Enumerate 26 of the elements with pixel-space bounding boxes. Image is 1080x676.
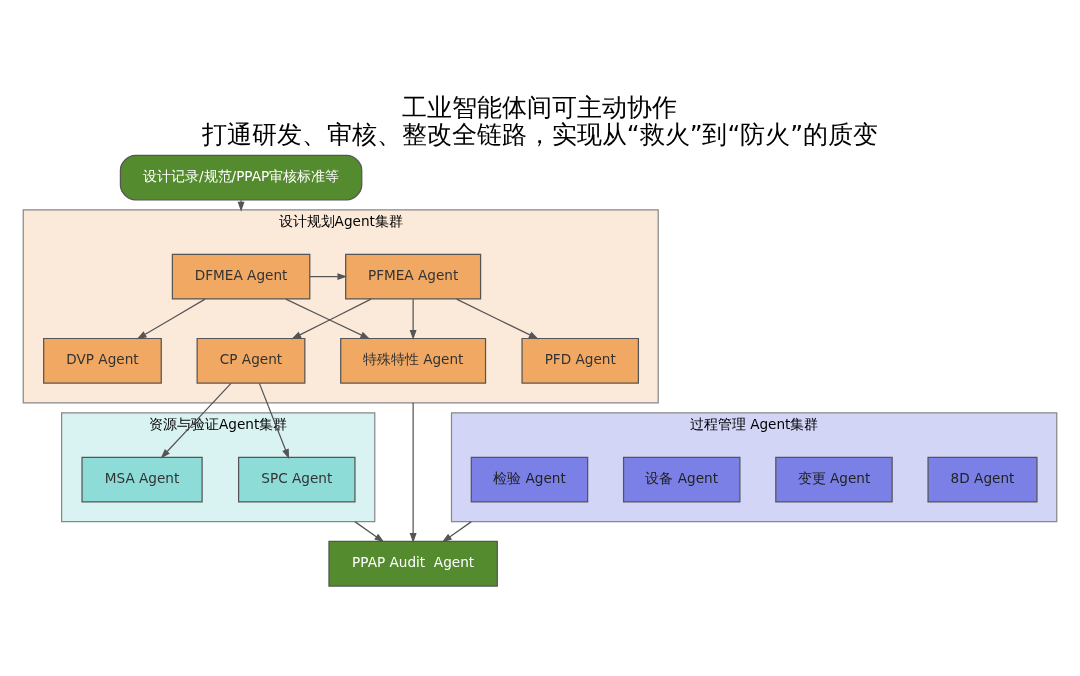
arrow (237, 199, 245, 212)
arrow (409, 401, 417, 543)
node-box: CP Agent (196, 337, 306, 384)
node-box: PPAP Audit Agent (328, 540, 498, 587)
node-box: PFD Agent (521, 337, 639, 384)
node-box: DVP Agent (43, 337, 162, 384)
node-box: PFMEA Agent (345, 253, 482, 299)
arrow (160, 382, 232, 459)
arrow (309, 272, 348, 280)
node-box: 8D Agent (927, 456, 1038, 502)
node-box: 特殊特性 Agent (340, 337, 487, 384)
node-box: 设计记录/规范/PPAP审核标准等 (119, 154, 363, 200)
diagram-title: 工业智能体间可主动协作 (402, 92, 678, 122)
arrow (456, 298, 539, 339)
arrow (136, 298, 206, 339)
arrow (409, 298, 417, 340)
arrow (258, 382, 290, 459)
node-box: DFMEA Agent (171, 253, 311, 299)
node-box: SPC Agent (238, 456, 356, 502)
node-box: 检验 Agent (470, 456, 589, 502)
node-box: MSA Agent (81, 456, 203, 502)
node-box: 设备 Agent (622, 456, 741, 502)
caption: 打通研发、审核、整改全链路，实现从“救火”到“防火”的质变 (201, 119, 879, 149)
node-box: 变更 Agent (775, 456, 893, 502)
arrow (441, 520, 472, 542)
arrow (354, 520, 385, 542)
